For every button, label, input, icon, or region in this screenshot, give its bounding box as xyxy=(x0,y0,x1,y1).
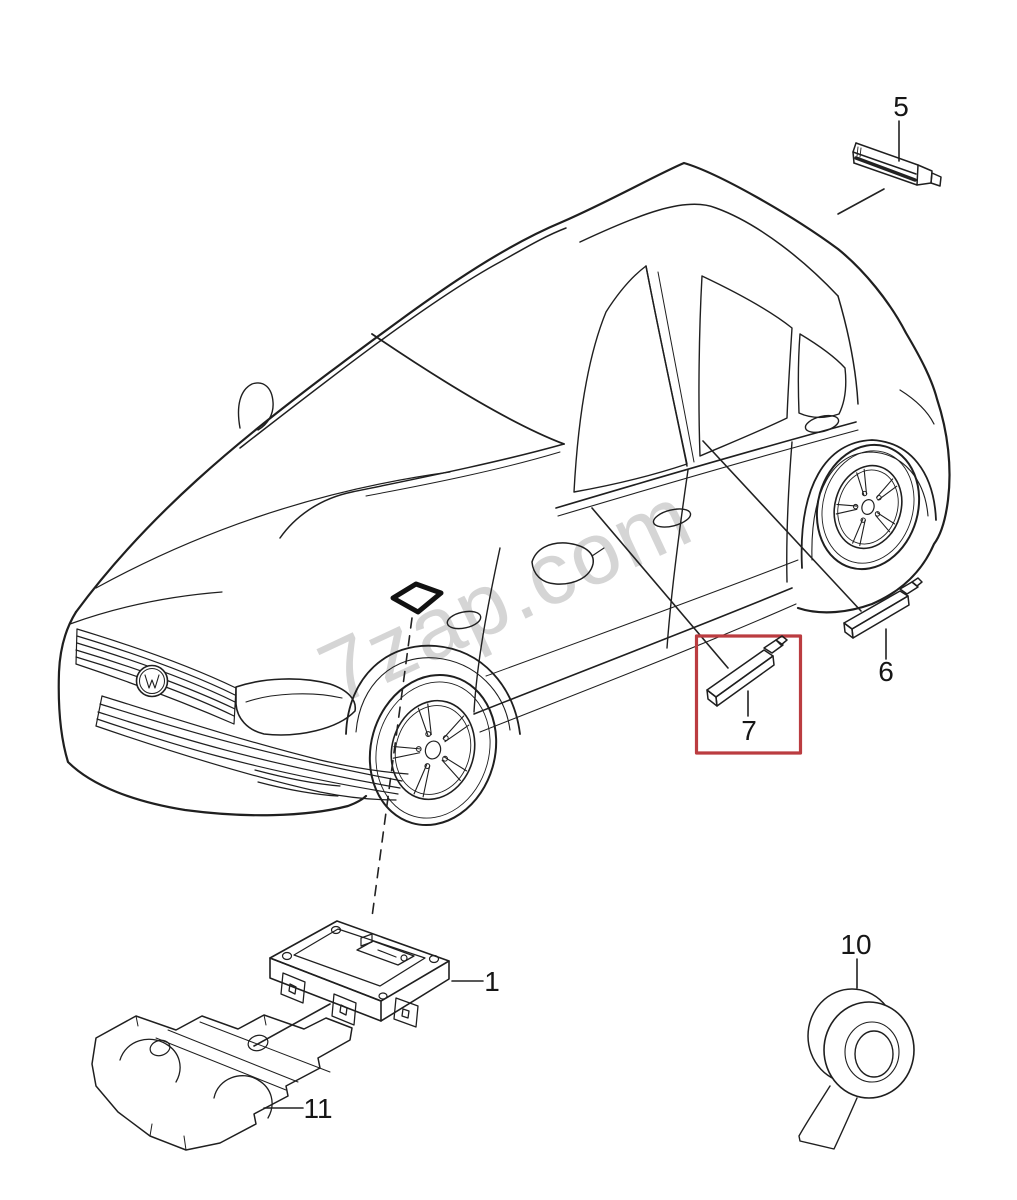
antenna5-mid-edge xyxy=(852,151,917,175)
antenna6-connector xyxy=(899,581,919,595)
c-pillar-line xyxy=(837,295,859,405)
callout-part11[interactable]: 11 xyxy=(303,1093,332,1124)
bracket-arch-2 xyxy=(213,1075,273,1119)
part-7-highlight-box xyxy=(694,634,803,755)
antenna7-connector xyxy=(763,639,784,654)
front-wheel-arch-lip xyxy=(355,657,511,733)
tape-roll-hole xyxy=(854,1030,894,1078)
b-pillar-inner xyxy=(657,271,695,463)
module-screw-holes xyxy=(281,925,440,1000)
side-mirror xyxy=(531,542,594,585)
car-body-outline xyxy=(74,161,951,614)
leader-part5 xyxy=(837,188,885,215)
part-1-control-module[interactable] xyxy=(269,920,450,1028)
bracket-arch-1 xyxy=(119,1038,181,1083)
rocker-bottom xyxy=(479,603,797,733)
front-door-seam xyxy=(473,547,501,713)
bracket-notches xyxy=(135,1014,267,1151)
cowl-line xyxy=(365,451,561,497)
vw-emblem-mark xyxy=(144,674,160,689)
leader-part7 xyxy=(591,507,729,669)
mirror-stalk xyxy=(591,547,605,557)
hood-rear-edge xyxy=(279,443,565,539)
beltline-inner xyxy=(557,429,859,517)
rocker-top xyxy=(473,587,793,715)
antenna7-front-face xyxy=(715,655,775,707)
antenna7-connector-tip xyxy=(775,635,788,646)
rear-door-handle xyxy=(804,414,840,434)
headlight-inner-line xyxy=(245,693,343,703)
antenna5-end-ticks xyxy=(856,146,862,158)
antenna5-connector xyxy=(916,164,933,186)
sill-crease xyxy=(485,559,799,677)
antenna6-connector-tip xyxy=(911,577,923,587)
antenna5-top-edge xyxy=(855,142,919,166)
fender-indicator xyxy=(446,610,482,630)
callout-part6[interactable]: 6 xyxy=(878,656,894,687)
hood-crease xyxy=(95,471,451,589)
front-bumper-outline xyxy=(57,610,368,817)
callout-part7[interactable]: 7 xyxy=(741,715,757,746)
part-10-tape-roll[interactable] xyxy=(798,988,915,1150)
module-left-face xyxy=(269,957,382,1022)
bracket-outline xyxy=(91,1014,353,1151)
module-connector-post xyxy=(360,933,373,947)
quarter-window xyxy=(797,333,847,418)
b-pillar-seam xyxy=(666,469,689,649)
fog-vent xyxy=(254,769,341,797)
module-clips xyxy=(280,972,419,1028)
front-door-handle xyxy=(652,508,692,528)
part-11-bracket[interactable] xyxy=(91,1014,353,1151)
front-door-window xyxy=(573,265,688,493)
watermark: 7zap.com xyxy=(304,465,706,723)
lower-grille xyxy=(95,695,409,801)
leader-lines xyxy=(253,120,900,1109)
a-pillar xyxy=(371,333,565,445)
module-top-panel xyxy=(293,928,426,987)
tape-roll-front xyxy=(823,1001,915,1099)
hood-position-marker xyxy=(390,581,444,615)
front-wheel-arch xyxy=(345,644,521,735)
rear-door-seam xyxy=(786,441,793,583)
roof-drip-rail xyxy=(579,203,839,297)
far-rail-inner-line xyxy=(239,227,567,449)
far-mirror xyxy=(237,382,274,431)
rear-wheel-arch xyxy=(800,439,937,569)
callout-part10[interactable]: 10 xyxy=(840,929,871,960)
module-connector-bar xyxy=(377,949,397,958)
callout-part1[interactable]: 1 xyxy=(484,966,500,997)
antenna5-end-cap xyxy=(852,142,857,164)
vw-emblem-inner xyxy=(139,668,165,694)
hood-crease-2 xyxy=(69,591,223,625)
antenna5-shade-stripe xyxy=(854,156,917,182)
rear-wheel xyxy=(815,443,921,571)
rear-door-window xyxy=(698,275,793,457)
bracket-hole-1 xyxy=(149,1039,171,1057)
antenna5-bottom-edge xyxy=(853,162,918,186)
callout-part5[interactable]: 5 xyxy=(893,91,909,122)
leader-part6 xyxy=(702,440,862,612)
beltline xyxy=(555,421,857,509)
module-connector-hole xyxy=(400,954,408,962)
tape-tail xyxy=(798,1085,858,1150)
bracket-hole-2 xyxy=(247,1034,269,1052)
antenna5-connector-tip xyxy=(930,172,942,187)
headlight xyxy=(235,678,357,736)
bracket-ribs xyxy=(155,1021,331,1091)
tape-roll-ring xyxy=(844,1021,900,1083)
antenna6-front-face xyxy=(851,595,910,639)
taillight-line xyxy=(899,389,935,425)
part-5-roof-antenna[interactable] xyxy=(852,142,942,187)
part-6-side-antenna[interactable] xyxy=(843,577,923,639)
part-7-side-antenna[interactable] xyxy=(706,635,788,707)
front-wheel xyxy=(368,673,498,827)
car-illustration xyxy=(57,161,951,827)
module-right-face xyxy=(380,960,450,1022)
dashed-leader-module xyxy=(371,617,413,918)
